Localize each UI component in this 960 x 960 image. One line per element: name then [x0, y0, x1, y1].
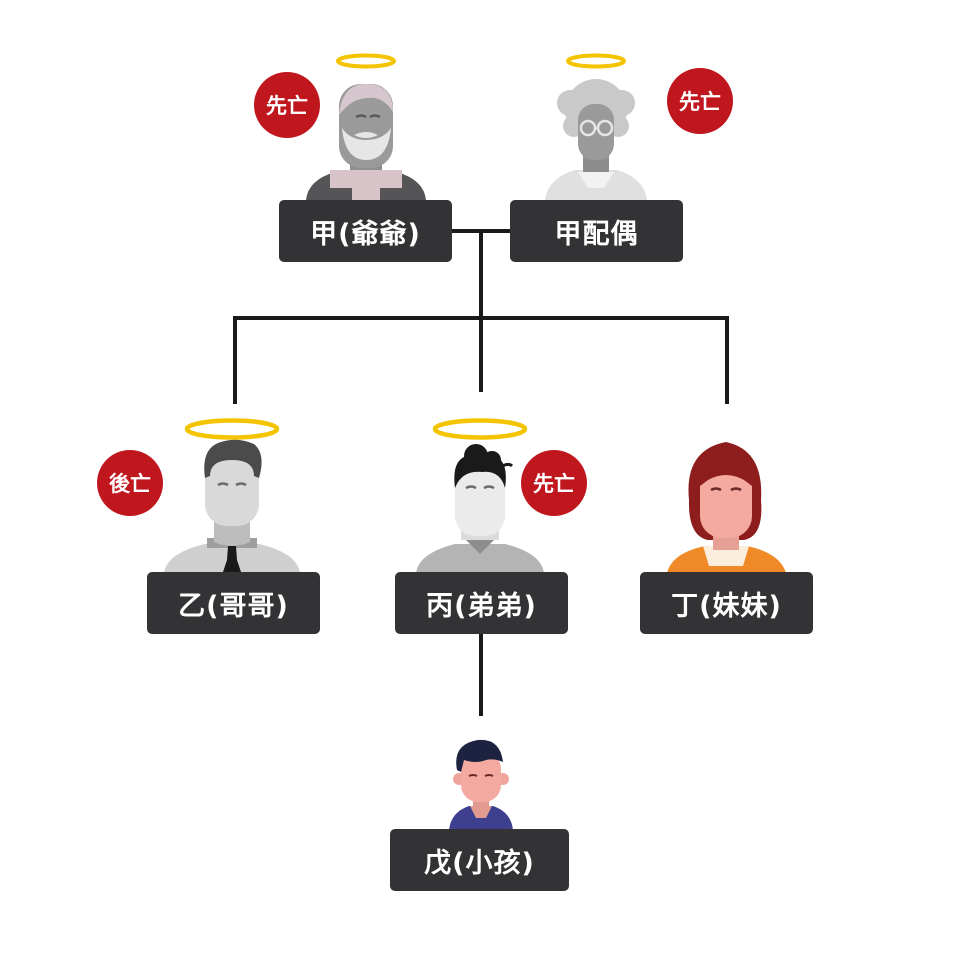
halo-icon [566, 53, 626, 69]
spouse-label: 甲配偶 [510, 200, 683, 262]
grandfather-label: 甲(爺爺) [279, 200, 452, 262]
halo-icon [432, 418, 528, 440]
grandfather-status-badge: 先亡 [254, 72, 320, 138]
sister-avatar [667, 442, 786, 573]
younger-brother-status-badge: 先亡 [521, 450, 587, 516]
sister-label: 丁(妹妹) [640, 572, 813, 634]
spouse-status-badge: 先亡 [667, 68, 733, 134]
child-avatar [449, 739, 513, 830]
halo-icon [336, 53, 396, 69]
spouse-avatar [545, 53, 647, 200]
grandfather-avatar [306, 53, 426, 200]
younger-brother-avatar [416, 418, 544, 573]
child-label: 戊(小孩) [390, 829, 569, 891]
younger-brother-label: 丙(弟弟) [395, 572, 568, 634]
elder-brother-avatar [164, 418, 300, 573]
elder-brother-label: 乙(哥哥) [147, 572, 320, 634]
halo-icon [184, 418, 280, 440]
elder-brother-status-badge: 後亡 [97, 450, 163, 516]
